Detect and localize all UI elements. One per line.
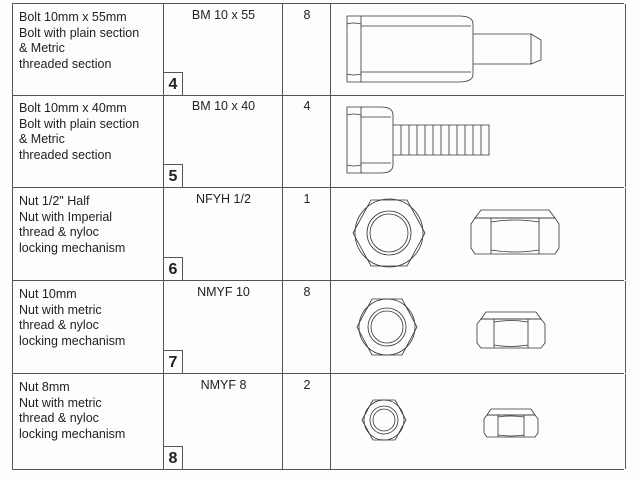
quantity-cell: 4 [282,95,331,187]
part-description: Bolt 10mm x 55mm Bolt with plain section… [19,10,140,71]
item-number: 7 [164,350,183,373]
part-quantity: 2 [303,378,311,392]
part-description: Nut 1/2" Half Nut with Imperial thread &… [19,194,126,255]
table-row: Nut 10mm Nut with metric thread & nyloc … [12,281,626,374]
table-row: Bolt 10mm x 40mm Bolt with plain section… [12,95,626,188]
part-quantity: 8 [303,285,311,299]
quantity-cell: 1 [282,188,331,280]
code-cell: NMYF 10 7 [163,281,283,373]
bolt-short-drawing [346,106,490,174]
drawing-cell [330,4,626,95]
table-row: Nut 1/2" Half Nut with Imperial thread &… [12,188,626,281]
quantity-cell: 8 [282,4,331,95]
part-description: Nut 10mm Nut with metric thread & nyloc … [19,287,126,348]
description-cell: Nut 10mm Nut with metric thread & nyloc … [12,281,164,373]
part-code: NFYH 1/2 [196,192,251,206]
item-number: 6 [164,257,183,280]
description-cell: Bolt 10mm x 55mm Bolt with plain section… [12,4,164,95]
drawing-cell [330,95,626,187]
bolt-long-drawing [346,15,542,83]
table-row: Bolt 10mm x 55mm Bolt with plain section… [12,3,626,96]
code-cell: BM 10 x 40 5 [163,95,283,187]
part-code: NMYF 8 [200,378,247,392]
part-quantity: 1 [303,192,311,206]
drawing-cell [330,374,626,469]
nut-medium-drawing [356,298,546,356]
part-description: Bolt 10mm x 40mm Bolt with plain section… [19,101,140,162]
description-cell: Nut 1/2" Half Nut with Imperial thread &… [12,188,164,280]
item-number: 5 [164,164,183,187]
drawing-cell [330,188,626,280]
part-quantity: 4 [303,99,311,113]
description-cell: Nut 8mm Nut with metric thread & nyloc l… [12,374,164,469]
nut-large-drawing [352,198,560,268]
code-cell: NMYF 8 8 [163,374,283,469]
quantity-cell: 8 [282,281,331,373]
part-description: Nut 8mm Nut with metric thread & nyloc l… [19,380,126,441]
code-cell: BM 10 x 55 4 [163,4,283,95]
part-code: BM 10 x 40 [191,99,256,113]
part-quantity: 8 [303,8,311,22]
part-code: NMYF 10 [197,285,250,299]
quantity-cell: 2 [282,374,331,469]
drawing-cell [330,281,626,373]
item-number: 4 [164,72,183,95]
item-number: 8 [164,446,183,469]
part-code: BM 10 x 55 [191,8,256,22]
table-row: Nut 8mm Nut with metric thread & nyloc l… [12,374,626,470]
description-cell: Bolt 10mm x 40mm Bolt with plain section… [12,95,164,187]
nut-small-drawing [361,399,539,441]
code-cell: NFYH 1/2 6 [163,188,283,280]
